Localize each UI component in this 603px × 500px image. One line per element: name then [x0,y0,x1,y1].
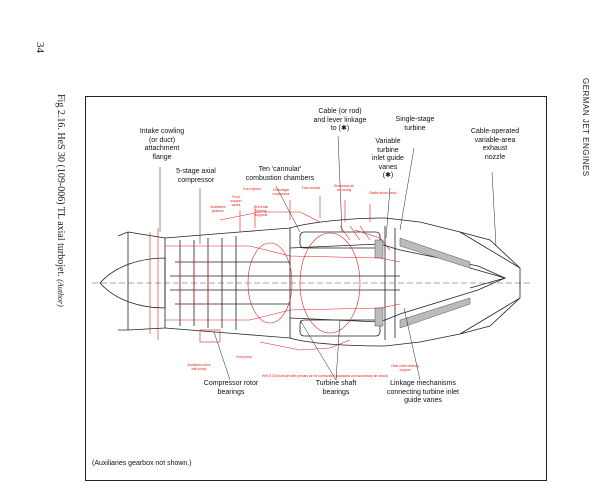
red-label-aux-drive: Auxiliaries drive with pump [187,363,211,371]
red-label-front-support-vanes: Front support vanes [230,195,242,207]
red-label-rear-bearing: Rear roller bearing support [391,364,419,372]
red-label-fuel-pump: Fuel pump [236,355,252,359]
footnote: (Auxiliaries gearbox not shown.) [92,460,192,467]
red-label-bottom-note: HeS 8 316 turbojet with primary air for … [262,374,388,378]
red-label-secondary-air: Secondary air for mixing [333,184,355,192]
label-exhaust-nozzle: Cable-operated variable-area exhaust noz… [470,128,520,161]
red-label-fuel-injector: Fuel injector [243,187,261,191]
red-label-radial-struts: Radial struts (rear) [369,191,397,195]
label-variable-vanes: Variable turbine inlet guide vanes (✱) [372,138,404,179]
hatched-parts [374,237,471,329]
label-turbine-shaft-bearings: Turbine shaft bearings [315,380,357,396]
label-compressor-rotor-bearings: Compressor rotor bearings [203,380,259,396]
figure-frame [85,96,547,481]
leader-lines [159,135,497,381]
red-overlay-drawing [149,196,401,351]
label-single-stage-turbine: Single-stage turbine [395,116,435,132]
label-compressor: 5-stage axial compressor [176,168,216,184]
red-label-auxiliaries-gearbox: Auxiliaries gearbox [210,205,226,213]
label-linkage-mechanisms: Linkage mechanisms connecting turbine in… [387,380,459,404]
red-label-fuel-nozzles: Fuel nozzles [301,186,321,190]
label-intake-cowling: Intake cowling (or duct) attachment flan… [139,128,185,161]
red-label-centrifugal-compressor: Centrifugal compressor [272,188,290,196]
label-combustion-chambers: Ten 'cannular' combustion chambers [245,166,315,182]
red-label-front-ball-bearing: Front ball bearing supports [254,205,268,217]
label-cable-linkage: Cable (or rod) and lever linkage to (✱) [313,108,367,132]
